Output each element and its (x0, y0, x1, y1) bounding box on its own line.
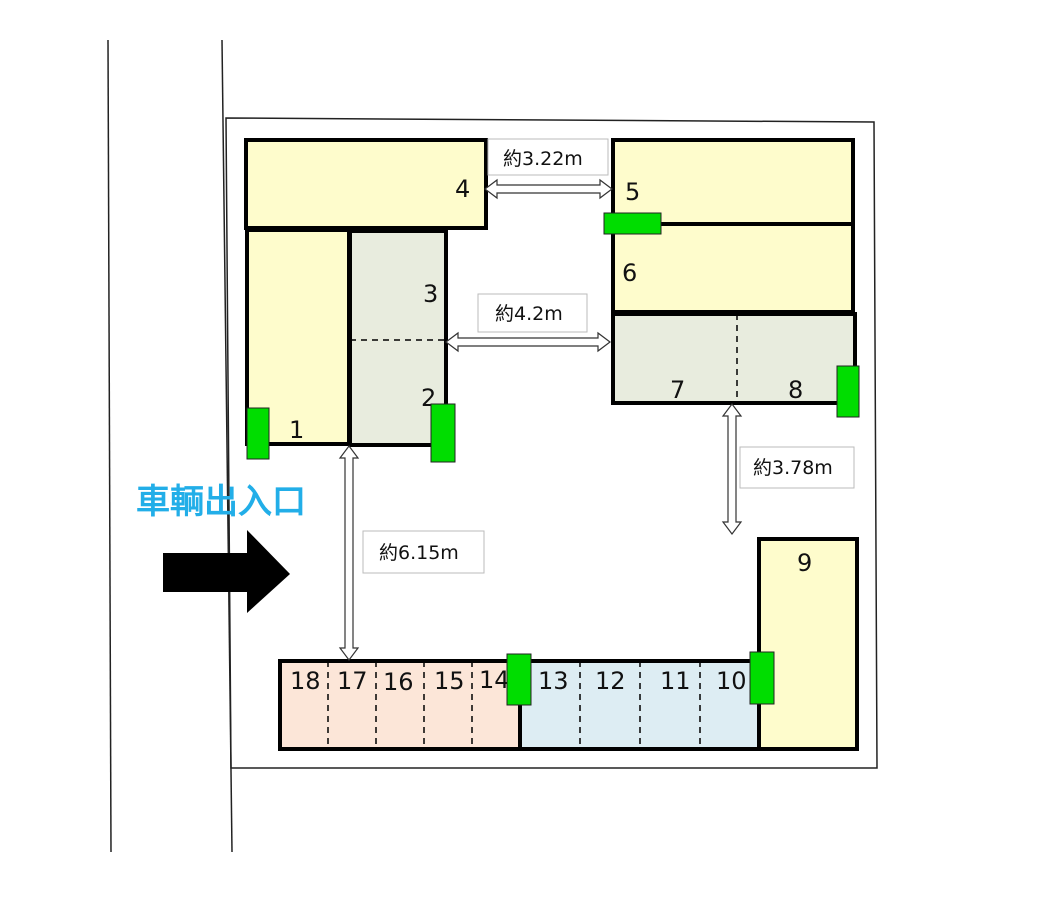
dimension-box-4 (362, 530, 485, 574)
space-5-number: 5 (625, 178, 640, 206)
dimension-box-3 (739, 446, 855, 489)
space-6 (611, 222, 855, 314)
dimension-label-4: 約6.15m (379, 542, 459, 564)
marker-space-10 (749, 651, 775, 705)
space-17-number: 17 (337, 667, 368, 695)
dimension-arrow-3 (721, 403, 743, 535)
lot-boundary (225, 117, 878, 769)
marker-space-8 (836, 365, 860, 418)
space-18-number: 18 (290, 667, 321, 695)
dimension-label-2: 約4.2m (495, 303, 563, 325)
dimension-box-1 (487, 138, 609, 176)
dimension-arrow-2 (445, 331, 611, 353)
dimension-arrow-1 (484, 178, 613, 200)
spaces-2-3 (348, 229, 448, 447)
marker-space-5 (603, 212, 662, 235)
dimension-label-3: 約3.78m (753, 457, 833, 479)
dimension-box-2 (477, 293, 588, 333)
space-11-number: 11 (660, 667, 691, 695)
space-10-number: 10 (716, 667, 747, 695)
space-4-number: 4 (455, 175, 470, 203)
space-15-number: 15 (434, 667, 465, 695)
entrance-arrow-icon (163, 530, 290, 613)
marker-space-1 (246, 407, 270, 460)
space-13-number: 13 (538, 667, 569, 695)
road-line-left (107, 39, 112, 853)
space-7-number: 7 (670, 376, 685, 404)
entrance-label: 車輌出入口 (136, 482, 306, 522)
space-16-number: 16 (383, 668, 414, 696)
space-12-number: 12 (595, 667, 626, 695)
space-14-number: 14 (479, 666, 510, 694)
dimension-arrow-4 (338, 445, 360, 661)
space-4 (244, 138, 488, 230)
spaces-7-8 (611, 312, 857, 405)
space-1-number: 1 (289, 416, 304, 444)
space-3-number: 3 (423, 280, 438, 308)
marker-space-2 (430, 403, 456, 463)
space-8-number: 8 (788, 376, 803, 404)
space-9-number: 9 (797, 549, 812, 577)
space-6-number: 6 (622, 259, 637, 287)
space-9 (757, 537, 859, 751)
marker-space-14 (506, 653, 532, 706)
dimension-label-1: 約3.22m (503, 148, 583, 170)
space-5 (611, 138, 855, 226)
